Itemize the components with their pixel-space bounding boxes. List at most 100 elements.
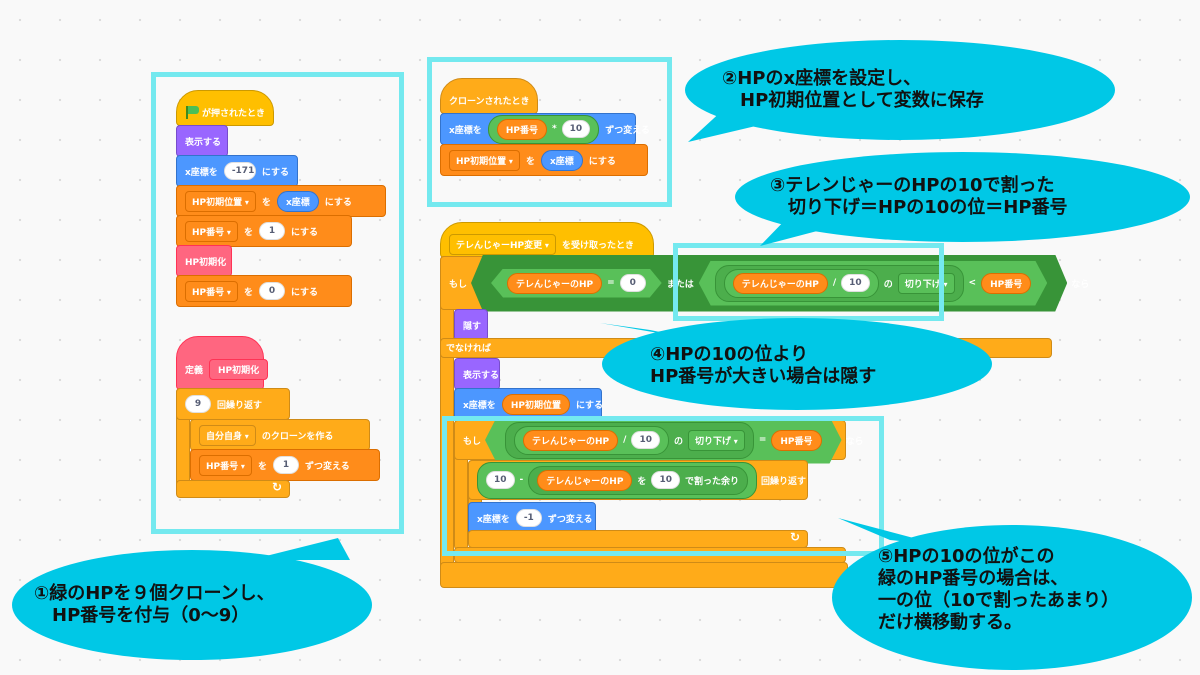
if-label: もし — [463, 436, 482, 447]
change-suffix: ずつ変える — [605, 125, 650, 136]
x-position-reporter[interactable]: x座標 — [540, 149, 583, 171]
repeat-block[interactable]: 9 回繰り返す — [176, 388, 290, 420]
set-hp-number-zero-block[interactable]: HP番号 を 0 にする — [176, 275, 352, 307]
repeat-label: 回繰り返す — [217, 400, 263, 411]
equals-operator[interactable]: テレんじゃーのHP / 10 の 切り下げ = HP番号 — [485, 417, 842, 464]
variable-dropdown[interactable]: HP番号 — [199, 454, 252, 476]
set-suffix: にする — [290, 287, 319, 298]
hat-label: クローンされたとき — [449, 96, 530, 107]
show-block[interactable]: 表示する — [176, 125, 228, 157]
set-suffix: にする — [290, 227, 319, 238]
change-value-input[interactable]: 1 — [272, 456, 299, 474]
inner-if-block[interactable]: もし テレんじゃーのHP / 10 の 切り下げ = HP番号 なら — [454, 420, 864, 460]
tele-hp-reporter[interactable]: テレんじゃーのHP — [507, 273, 602, 294]
loop-arrow-icon: ↻ — [272, 480, 283, 494]
multiply-value-input[interactable]: 10 — [561, 120, 591, 138]
divide-value-input[interactable]: 10 — [631, 431, 660, 449]
define-hp-init-hat[interactable]: 定義 HP初期化 — [176, 336, 269, 390]
value-input[interactable]: 0 — [258, 282, 285, 300]
note-5-text: ⑤HPの10の位がこの 緑のHP番号の場合は、 一の位（10で割ったあまり） だ… — [878, 546, 1120, 633]
tele-hp-reporter[interactable]: テレんじゃーのHP — [733, 273, 828, 294]
equals-value-input[interactable]: 0 — [620, 274, 646, 292]
variable-dropdown[interactable]: HP番号 — [185, 220, 238, 242]
clone-target-dropdown[interactable]: 自分自身 — [199, 424, 256, 446]
when-receive-hat[interactable]: テレんじゃーHP変更 を受け取ったとき — [440, 222, 654, 258]
mod-value-input[interactable]: 10 — [651, 471, 680, 489]
equals-sign: = — [758, 435, 767, 445]
or-operator[interactable]: テレんじゃーのHP = 0 または テレんじゃーのHP / 10 の 切り下げ … — [471, 255, 1067, 312]
change-x-label: x座標を — [449, 125, 482, 136]
change-x-block[interactable]: x座標を HP番号 * 10 ずつ変える — [440, 113, 650, 145]
less-than-sign: < — [968, 278, 977, 288]
floor-operator[interactable]: テレんじゃーのHP / 10 の 切り下げ — [505, 422, 754, 459]
divide-value-input[interactable]: 10 — [841, 274, 870, 292]
note-bubble-1 — [12, 550, 372, 660]
to-label: を — [525, 156, 535, 167]
define-name: HP初期化 — [209, 358, 269, 380]
mod-operator[interactable]: テレんじゃーのHP を 10 で割った余り — [528, 465, 748, 495]
if-else-block[interactable]: もし テレんじゃーのHP = 0 または テレんじゃーのHP / 10 の 切り… — [440, 256, 1089, 310]
value-input[interactable]: 1 — [258, 222, 285, 240]
hat-suffix: を受け取ったとき — [561, 240, 634, 251]
set-suffix: にする — [575, 400, 604, 411]
to-label: を — [261, 197, 271, 208]
set-x-label: x座標を — [463, 400, 496, 411]
note-bubble-2 — [685, 40, 1115, 140]
hp-number-reporter[interactable]: HP番号 — [496, 118, 547, 140]
equals-operator[interactable]: テレんじゃーのHP = 0 — [491, 269, 662, 298]
loop-arrow-icon: ↻ — [790, 530, 801, 544]
create-clone-block[interactable]: 自分自身 のクローンを作る — [190, 419, 370, 451]
set-hp-number-block[interactable]: HP番号 を 1 にする — [176, 215, 352, 247]
less-than-operator[interactable]: テレんじゃーのHP / 10 の 切り下げ < HP番号 — [699, 261, 1048, 306]
highlight-frame-script1 — [151, 72, 404, 534]
note-3-text: ③テレンじゃーのHPの10で割った 切り下げ＝HPの10の位＝HP番号 — [770, 175, 1068, 218]
message-dropdown[interactable]: テレんじゃーHP変更 — [449, 233, 556, 255]
set-x-value-input[interactable]: -171 — [223, 162, 256, 180]
when-clone-hat[interactable]: クローンされたとき — [440, 78, 538, 114]
call-hp-init-block[interactable]: HP初期化 — [176, 245, 232, 277]
hp-number-reporter[interactable]: HP番号 — [981, 273, 1031, 294]
set-init-pos-block[interactable]: HP初期位置 を x座標 にする — [176, 185, 386, 217]
note-bubble-4 — [602, 318, 992, 410]
set-suffix: にする — [324, 197, 352, 208]
show-block[interactable]: 表示する — [454, 358, 500, 390]
clone-suffix: のクローンを作る — [261, 431, 334, 442]
repeat-count-input[interactable]: 9 — [185, 395, 211, 413]
x-position-reporter[interactable]: x座標 — [276, 190, 319, 212]
mod-label: で割った余り — [684, 476, 739, 487]
set-init-pos-block[interactable]: HP初期位置 を x座標 にする — [440, 144, 648, 176]
if-else-foot — [440, 562, 848, 588]
tele-hp-reporter[interactable]: テレんじゃーのHP — [537, 469, 633, 491]
subtract-operator[interactable]: 10 - テレんじゃーのHP を 10 で割った余り — [477, 461, 757, 499]
note-1-text: ①緑のHPを９個クローンし、 HP番号を付与（0〜9） — [34, 583, 275, 626]
hp-number-reporter[interactable]: HP番号 — [771, 430, 821, 451]
repeat-label: 回繰り返す — [760, 476, 806, 487]
minuend-input[interactable]: 10 — [486, 471, 515, 489]
floor-dropdown[interactable]: 切り下げ — [688, 430, 745, 451]
inner-repeat-block[interactable]: 10 - テレんじゃーのHP を 10 で割った余り 回繰り返す — [468, 460, 808, 500]
change-x-block[interactable]: x座標を -1 ずつ変える — [468, 502, 596, 534]
set-suffix: にする — [588, 156, 616, 167]
variable-dropdown[interactable]: HP番号 — [185, 280, 238, 302]
change-x-value-input[interactable]: -1 — [515, 509, 542, 527]
divide-sign: / — [832, 278, 837, 288]
then-label: なら — [845, 436, 864, 447]
bubble1-tail — [250, 538, 350, 560]
else-label: でなければ — [446, 344, 492, 354]
multiply-operator[interactable]: HP番号 * 10 — [487, 114, 600, 144]
to-label: を — [243, 287, 253, 298]
when-flag-clicked-hat[interactable]: が押されたとき — [176, 90, 274, 126]
divide-operator[interactable]: テレんじゃーのHP / 10 — [514, 426, 669, 455]
repeat-block-foot — [176, 480, 290, 498]
call-label: HP初期化 — [185, 257, 227, 268]
divide-sign: / — [623, 435, 627, 445]
init-pos-reporter[interactable]: HP初期位置 — [501, 393, 570, 415]
multiply-sign: * — [551, 124, 557, 134]
divide-operator[interactable]: テレんじゃーのHP / 10 — [724, 269, 879, 298]
variable-dropdown[interactable]: HP初期位置 — [185, 190, 256, 212]
variable-dropdown[interactable]: HP初期位置 — [449, 149, 520, 171]
tele-hp-reporter[interactable]: テレんじゃーのHP — [523, 430, 618, 451]
hide-label: 隠す — [463, 321, 482, 332]
hide-block[interactable]: 隠す — [454, 309, 488, 341]
highlight-frame-inner-if — [442, 416, 884, 556]
